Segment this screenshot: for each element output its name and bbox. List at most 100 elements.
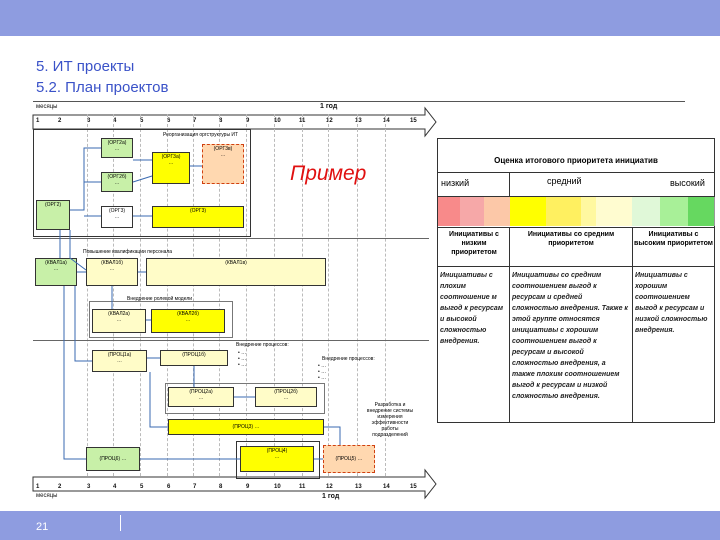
task-org3a: (ОРГ3а)… (152, 152, 190, 184)
task-org2: (ОРГ2) (36, 200, 70, 230)
priority-swatch (460, 197, 485, 226)
top-band (0, 0, 720, 36)
month-tick: 2 (58, 118, 62, 124)
example-label: Пример (290, 162, 367, 185)
month-tick: 11 (299, 484, 306, 490)
month-tick: 7 (193, 484, 197, 490)
table-rule (632, 227, 633, 422)
proc2-frame (165, 383, 325, 414)
month-tick: 4 (113, 484, 117, 490)
table-rule (438, 266, 714, 267)
task-org3: (ОРГ3)… (101, 206, 133, 228)
month-tick: 9 (246, 118, 250, 124)
month-tick: 14 (383, 484, 390, 490)
month-tick: 6 (167, 118, 171, 124)
org-section-frame (33, 129, 251, 237)
month-tick: 3 (87, 484, 91, 490)
role-frame (89, 301, 233, 338)
task-proc5: (ПРОЦ5) … (323, 445, 375, 473)
col-low-body: Инициативы с плохим соотношение м выгод … (440, 272, 503, 345)
month-tick: 13 (355, 484, 362, 490)
priority-swatch (484, 197, 511, 226)
month-tick: 8 (219, 484, 223, 490)
priority-swatch (596, 197, 633, 226)
task-kval1v: (КВАЛ1в) (146, 258, 326, 286)
priority-table: Оценка итогового приоритета инициатив ни… (437, 138, 715, 423)
task-proc6: (ПРОЦ6) … (86, 447, 140, 471)
level-medium: средний (547, 176, 582, 186)
priority-swatch (688, 197, 715, 226)
task-proc4: (ПРОЦ4)… (240, 446, 314, 472)
grid-line (357, 114, 358, 476)
grid-line (167, 114, 168, 476)
proc1-label: Внедрение процессов: (236, 342, 289, 348)
table-rule (509, 173, 510, 197)
month-tick: 9 (246, 484, 250, 490)
title-rule (33, 101, 685, 102)
month-tick: 7 (193, 118, 197, 124)
proc1-bullets: • …• …• … (238, 350, 247, 368)
col-low-head: Инициативы с низким приоритетом (449, 231, 499, 256)
level-low: низкий (441, 178, 470, 188)
staff-section-label: Повышение квалификации персонала (83, 249, 173, 255)
priority-swatch (660, 197, 689, 226)
task-kval1b: (КВАЛ1б)… (86, 258, 138, 286)
task-org3v: (ОРГ3в)… (202, 144, 244, 184)
priority-swatch (510, 197, 547, 226)
months-label-top: месяцы (36, 104, 58, 110)
task-proc2a: (ПРОЦ2а)… (168, 387, 234, 407)
task-kval2b: (КВАЛ2б)… (151, 309, 225, 333)
proc2-bullets: • …• …• … (318, 363, 327, 381)
proc2-label: Внедрение процессов: (322, 356, 375, 362)
month-tick: 2 (58, 484, 62, 490)
month-tick: 13 (355, 118, 362, 124)
month-tick: 10 (274, 484, 281, 490)
level-high: высокий (670, 178, 705, 188)
dependency-arrows (59, 147, 341, 460)
bottom-band: 21 (0, 511, 720, 540)
col-medium-head: Инициативы со средним приоритетом (527, 231, 615, 247)
priority-swatch (581, 197, 597, 226)
grid-line (302, 114, 303, 476)
priority-swatch (438, 197, 461, 226)
footer-separator (120, 515, 121, 531)
org-section-label: Реорганизация оргструктуры ИТ (163, 132, 239, 138)
task-org2a: (ОРГ2а)… (101, 138, 133, 158)
priority-swatch (632, 197, 661, 226)
month-tick: 12 (326, 484, 333, 490)
col-high-body: Инициативы с хорошим соотношением выгод … (635, 272, 708, 334)
role-section-label: Внедрение ролевой модели (127, 296, 193, 302)
month-tick: 14 (383, 118, 390, 124)
month-tick: 3 (87, 118, 91, 124)
grid-line (274, 114, 275, 476)
month-tick: 1 (36, 484, 40, 490)
month-tick: 12 (326, 118, 333, 124)
slide-subtitle: 5.2. План проектов (36, 79, 169, 96)
month-tick: 4 (113, 118, 117, 124)
task-kval2a: (КВАЛ2а)… (92, 309, 146, 333)
grid-line (385, 114, 386, 476)
slide-title: 5. ИТ проекты (36, 58, 135, 75)
col-medium-body: Инициативы со средним соотношением выгод… (512, 272, 628, 400)
month-tick: 5 (140, 118, 144, 124)
task-proc2b: (ПРОЦ2б)… (255, 387, 317, 407)
grid-line (246, 114, 247, 476)
priority-swatch (546, 197, 582, 226)
grid-line (140, 114, 141, 476)
month-tick: 6 (167, 484, 171, 490)
proc4-frame (236, 441, 320, 479)
month-tick: 8 (219, 118, 223, 124)
task-kval1a: (КВАЛ1а)… (35, 258, 77, 286)
year-label-top: 1 год (320, 103, 338, 110)
section-divider (33, 238, 429, 239)
month-tick: 5 (140, 484, 144, 490)
month-tick: 15 (410, 484, 417, 490)
task-proc1b: (ПРОЦ1б) (160, 350, 228, 366)
grid-line (87, 114, 88, 476)
col-high-head: Инициативы с высоким приоритетом (634, 231, 713, 247)
grid-line (219, 114, 220, 476)
priority-table-title: Оценка итогового приоритета инициатив (438, 139, 714, 173)
task-org2b: (ОРГ2б)… (101, 172, 133, 192)
grid-line (193, 114, 194, 476)
grid-line (328, 114, 329, 476)
